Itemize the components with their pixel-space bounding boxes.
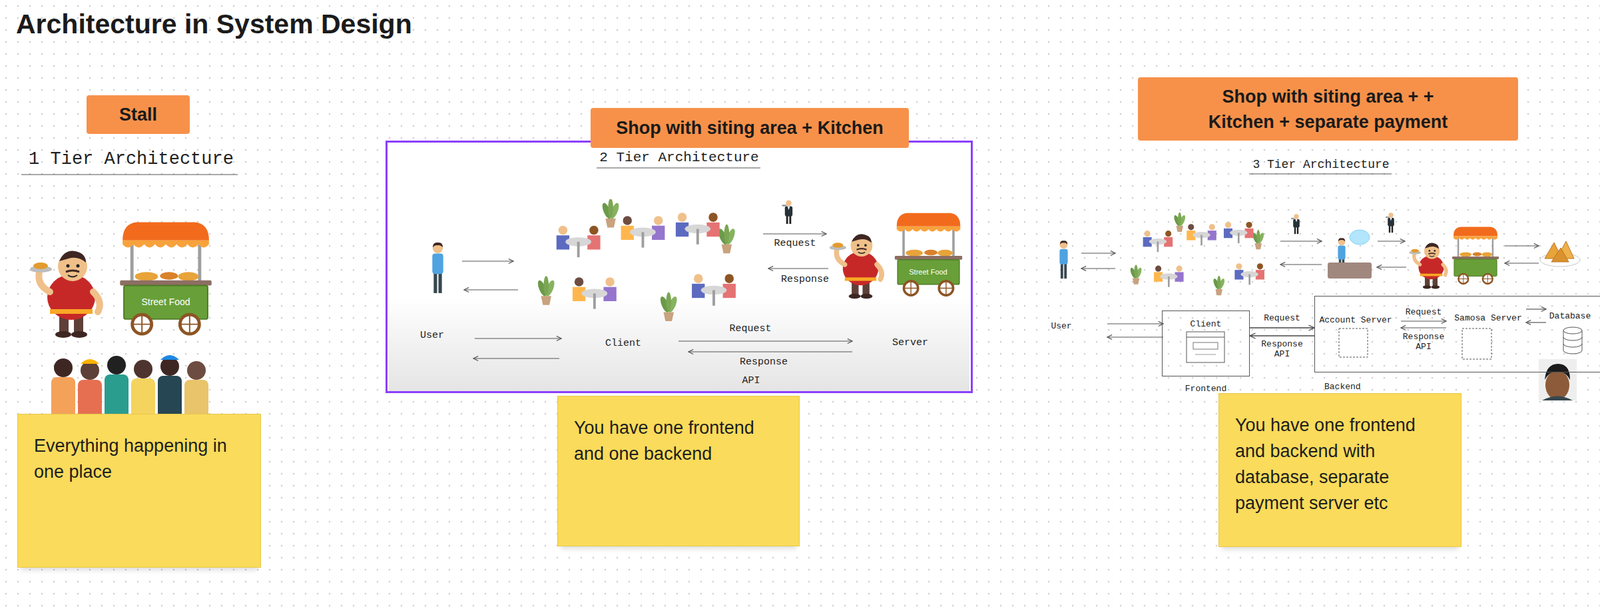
illustration-label: Request: [729, 322, 772, 335]
vendor-figure: [1408, 243, 1447, 289]
stage-tag: Shop with siting area + + Kitchen + sepa…: [1137, 77, 1519, 141]
illustration-label: Request: [1405, 307, 1443, 318]
heading-underline: [21, 173, 238, 175]
sticky-note: You have one frontend and backend with d…: [1218, 392, 1462, 547]
illustration-label: 3 Tier Architecture: [1252, 157, 1389, 172]
waiter-figure: [1290, 213, 1300, 234]
food-cart: [119, 222, 212, 335]
illustration-label: Response API: [1400, 332, 1447, 353]
illustration-label: Database: [1549, 311, 1591, 322]
web-app-icon: [1186, 331, 1225, 363]
illustration-label: Street Food: [908, 267, 947, 277]
illustration-label: User: [420, 329, 445, 341]
waiter-figure: [1384, 212, 1395, 233]
illustration-label: Client: [605, 337, 642, 349]
flow-arrows: [1081, 241, 1547, 337]
frontend-box: ClientFrontend: [1161, 310, 1250, 377]
seating-area: [1129, 212, 1266, 296]
illustration-label: Samosa Server: [1454, 313, 1522, 324]
illustration-label: 1 Tier Architecture: [28, 149, 234, 170]
illustration-label: Response: [781, 273, 829, 285]
user-figure: [1059, 240, 1068, 279]
cashier-figure: [1327, 229, 1372, 279]
tier-one-illustration: [21, 174, 238, 433]
connector-arrow: [1249, 334, 1315, 336]
flow-arrows: [462, 233, 853, 359]
connector-arrow: [1249, 326, 1315, 328]
server-icon: [1338, 328, 1368, 357]
vendor-figure: [829, 233, 883, 299]
user-figure: [432, 242, 443, 293]
tag-text: Shop with siting area + Kitchen: [615, 115, 883, 141]
note-text: Everything happening in one place: [33, 432, 245, 485]
samosa-plate: [1540, 241, 1581, 267]
tag-text: Stall: [119, 101, 158, 128]
tag-text: Shop with siting area + + Kitchen + sepa…: [1195, 83, 1462, 135]
vendor-figure: [29, 251, 100, 338]
database-icon: [1563, 326, 1583, 354]
tier-two-illustration: [388, 140, 970, 393]
note-text: You have one frontend and one backend: [573, 414, 784, 467]
box-label: Backend: [1324, 381, 1361, 393]
sticky-note: You have one frontend and one backend: [557, 395, 800, 546]
waiter-figure: [781, 199, 793, 224]
box-label: Client: [1162, 318, 1250, 330]
frame-ground: [388, 140, 970, 393]
edge-label: Request: [1262, 313, 1302, 324]
note-text: You have one frontend and backend with d…: [1235, 412, 1445, 517]
illustration-label: Response: [739, 356, 788, 368]
diagram-title: Architecture in System Design: [15, 7, 413, 41]
illustration-label: Account Server: [1319, 315, 1392, 326]
illustration-label: User: [1050, 321, 1072, 332]
server-icon: [1462, 328, 1492, 359]
heading-underline: [1249, 173, 1392, 174]
edge-label: Response API: [1257, 339, 1308, 360]
seating-area: [535, 198, 737, 321]
sticky-note: Everything happening in one place: [17, 413, 262, 568]
stage-tag: Shop with siting area + Kitchen: [590, 107, 909, 148]
illustration-label: Server: [892, 336, 929, 349]
backend-box: Backend: [1314, 295, 1600, 373]
frame-heading: 2 Tier Architecture: [387, 149, 971, 166]
illustration-label: Request: [773, 237, 816, 250]
presenter-face: [1538, 358, 1577, 401]
food-cart: [1452, 227, 1499, 284]
food-cart: [894, 213, 963, 295]
stage-tag: Stall: [86, 95, 190, 134]
architecture-frame: 2 Tier Architecture: [385, 140, 973, 393]
heading-underline: [596, 167, 761, 168]
tier-three-illustration: [1059, 173, 1583, 401]
illustration-label: Street Food: [141, 296, 190, 307]
illustration-label: API: [741, 374, 760, 387]
